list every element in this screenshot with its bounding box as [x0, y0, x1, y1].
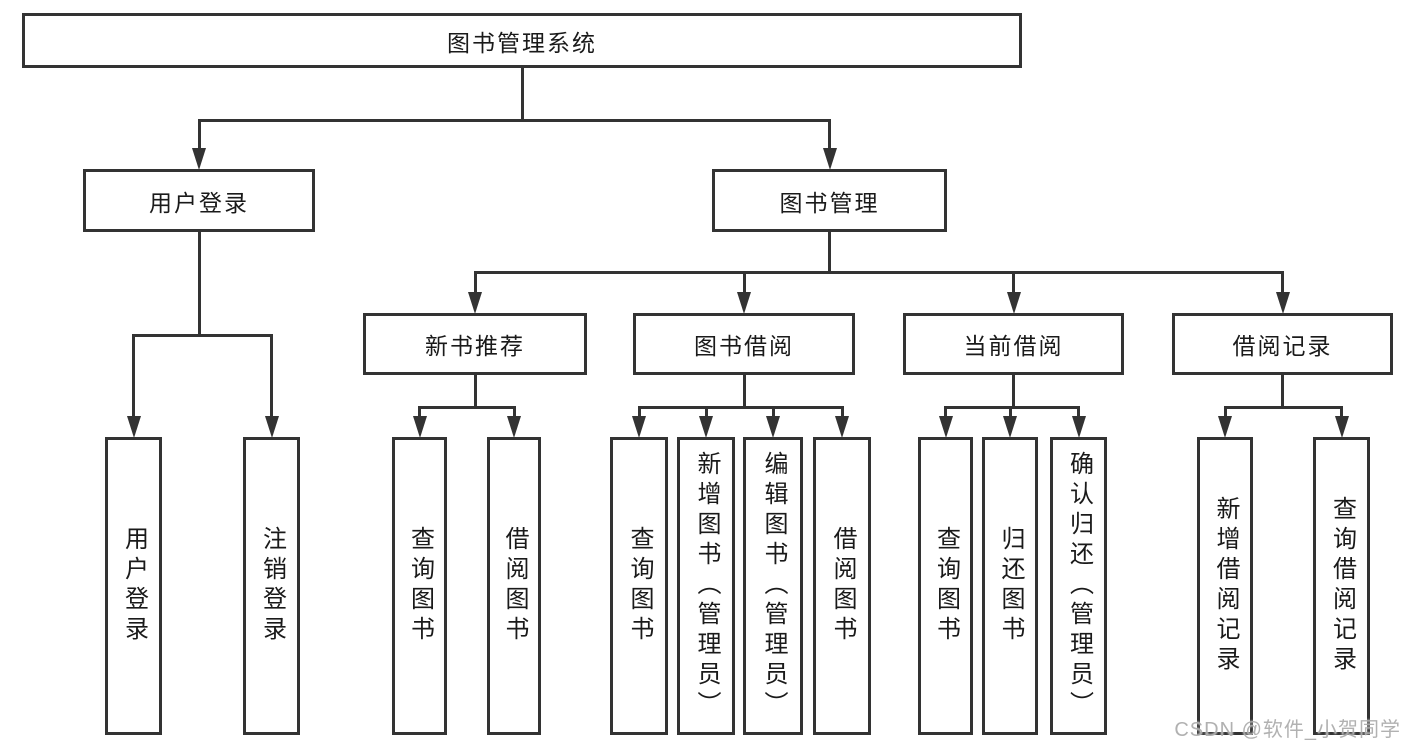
node-label: 确认归还（管理员）	[1065, 451, 1093, 721]
node-label: 图书管理	[779, 189, 880, 216]
arrowhead-icon	[822, 148, 837, 170]
node-label: 新增图书（管理员）	[693, 451, 720, 721]
arrowhead-icon	[1071, 416, 1086, 438]
diagram-node-v2: 注销登录	[243, 437, 300, 735]
connector-line	[473, 375, 477, 409]
diagram-node-v11: 确认归还（管理员）	[1050, 437, 1107, 735]
node-label: 图书管理系统	[447, 29, 597, 56]
node-label: 借阅图书	[501, 526, 528, 646]
connector-line	[1223, 407, 1227, 419]
node-label: 用户登录	[149, 189, 249, 216]
connector-line	[520, 68, 524, 122]
connector-line	[1008, 407, 1012, 419]
arrowhead-icon	[632, 416, 646, 438]
connector-line	[1281, 375, 1284, 409]
arrowhead-icon	[126, 416, 141, 438]
diagram-node-v13: 查询借阅记录	[1313, 437, 1370, 735]
node-label: 新增借阅记录	[1212, 496, 1239, 676]
arrowhead-icon	[699, 416, 713, 438]
node-label: 用户登录	[120, 526, 148, 646]
connector-line	[742, 272, 746, 295]
connector-line	[637, 407, 641, 419]
diagram-node-mgmt: 图书管理	[712, 169, 947, 232]
connector-line	[418, 407, 421, 419]
connector-line	[197, 118, 831, 122]
arrowhead-icon	[938, 416, 953, 438]
connector-line	[473, 272, 477, 295]
node-label: 借阅记录	[1232, 333, 1333, 359]
connector-line	[512, 407, 516, 419]
node-label: 查询借阅记录	[1328, 496, 1356, 676]
diagram-node-v3: 查询图书	[392, 437, 447, 735]
connector-line	[418, 405, 516, 409]
connector-line	[944, 405, 1080, 409]
connector-line	[840, 407, 844, 419]
connector-line	[944, 407, 947, 419]
connector-line	[197, 232, 201, 337]
diagram-node-root: 图书管理系统	[22, 13, 1022, 68]
diagram-node-v5: 查询图书	[610, 437, 668, 735]
diagram-node-v9: 查询图书	[918, 437, 973, 735]
csdn-watermark: CSDN @软件_小贺同学	[1174, 719, 1401, 741]
arrowhead-icon	[1275, 292, 1290, 314]
diagram-node-v6: 新增图书（管理员）	[677, 437, 735, 735]
arrowhead-icon	[192, 148, 206, 170]
node-label: 查询图书	[932, 526, 960, 646]
node-label: 查询图书	[626, 526, 653, 646]
connector-line	[197, 120, 201, 151]
connector-line	[132, 333, 273, 337]
node-label: 归还图书	[997, 526, 1024, 646]
connector-line	[742, 375, 746, 409]
connector-line	[270, 335, 273, 419]
connector-line	[1077, 407, 1080, 419]
node-label: 图书借阅	[694, 333, 794, 359]
node-label: 新书推荐	[425, 333, 525, 359]
connector-line	[1223, 405, 1343, 409]
node-label: 查询图书	[406, 526, 434, 646]
connector-line	[637, 405, 844, 409]
diagram-node-v1: 用户登录	[105, 437, 162, 735]
arrowhead-icon	[766, 416, 780, 438]
connector-line	[1281, 272, 1284, 295]
arrowhead-icon	[737, 292, 751, 314]
connector-line	[828, 120, 831, 151]
connector-line	[1340, 407, 1343, 419]
node-label: 注销登录	[258, 526, 286, 646]
node-label: 借阅图书	[829, 526, 856, 646]
diagram-node-current: 当前借阅	[903, 313, 1124, 375]
arrowhead-icon	[507, 416, 521, 438]
connector-line	[1012, 375, 1015, 409]
arrowhead-icon	[264, 416, 279, 438]
diagram-node-v4: 借阅图书	[487, 437, 541, 735]
connector-line	[704, 407, 708, 419]
arrowhead-icon	[835, 416, 849, 438]
connector-line	[132, 335, 135, 419]
connector-line	[1012, 272, 1015, 295]
diagram-node-login: 用户登录	[83, 169, 315, 232]
diagram-node-v7: 编辑图书（管理员）	[743, 437, 803, 735]
connector-line	[828, 232, 831, 274]
connector-line	[473, 270, 1284, 274]
diagram-node-borrow: 图书借阅	[633, 313, 855, 375]
diagram-node-records: 借阅记录	[1172, 313, 1393, 375]
node-label: 编辑图书（管理员）	[760, 451, 787, 721]
node-label: 当前借阅	[963, 333, 1064, 359]
arrowhead-icon	[1006, 292, 1021, 314]
arrowhead-icon	[1218, 416, 1232, 438]
connector-line	[771, 407, 775, 419]
diagram-node-v8: 借阅图书	[813, 437, 871, 735]
arrowhead-icon	[1003, 416, 1017, 438]
diagram-node-v10: 归还图书	[982, 437, 1038, 735]
arrowhead-icon	[1334, 416, 1349, 438]
arrowhead-icon	[468, 292, 482, 314]
diagram-node-v12: 新增借阅记录	[1197, 437, 1253, 735]
arrowhead-icon	[412, 416, 427, 438]
diagram-node-newbook: 新书推荐	[363, 313, 587, 375]
